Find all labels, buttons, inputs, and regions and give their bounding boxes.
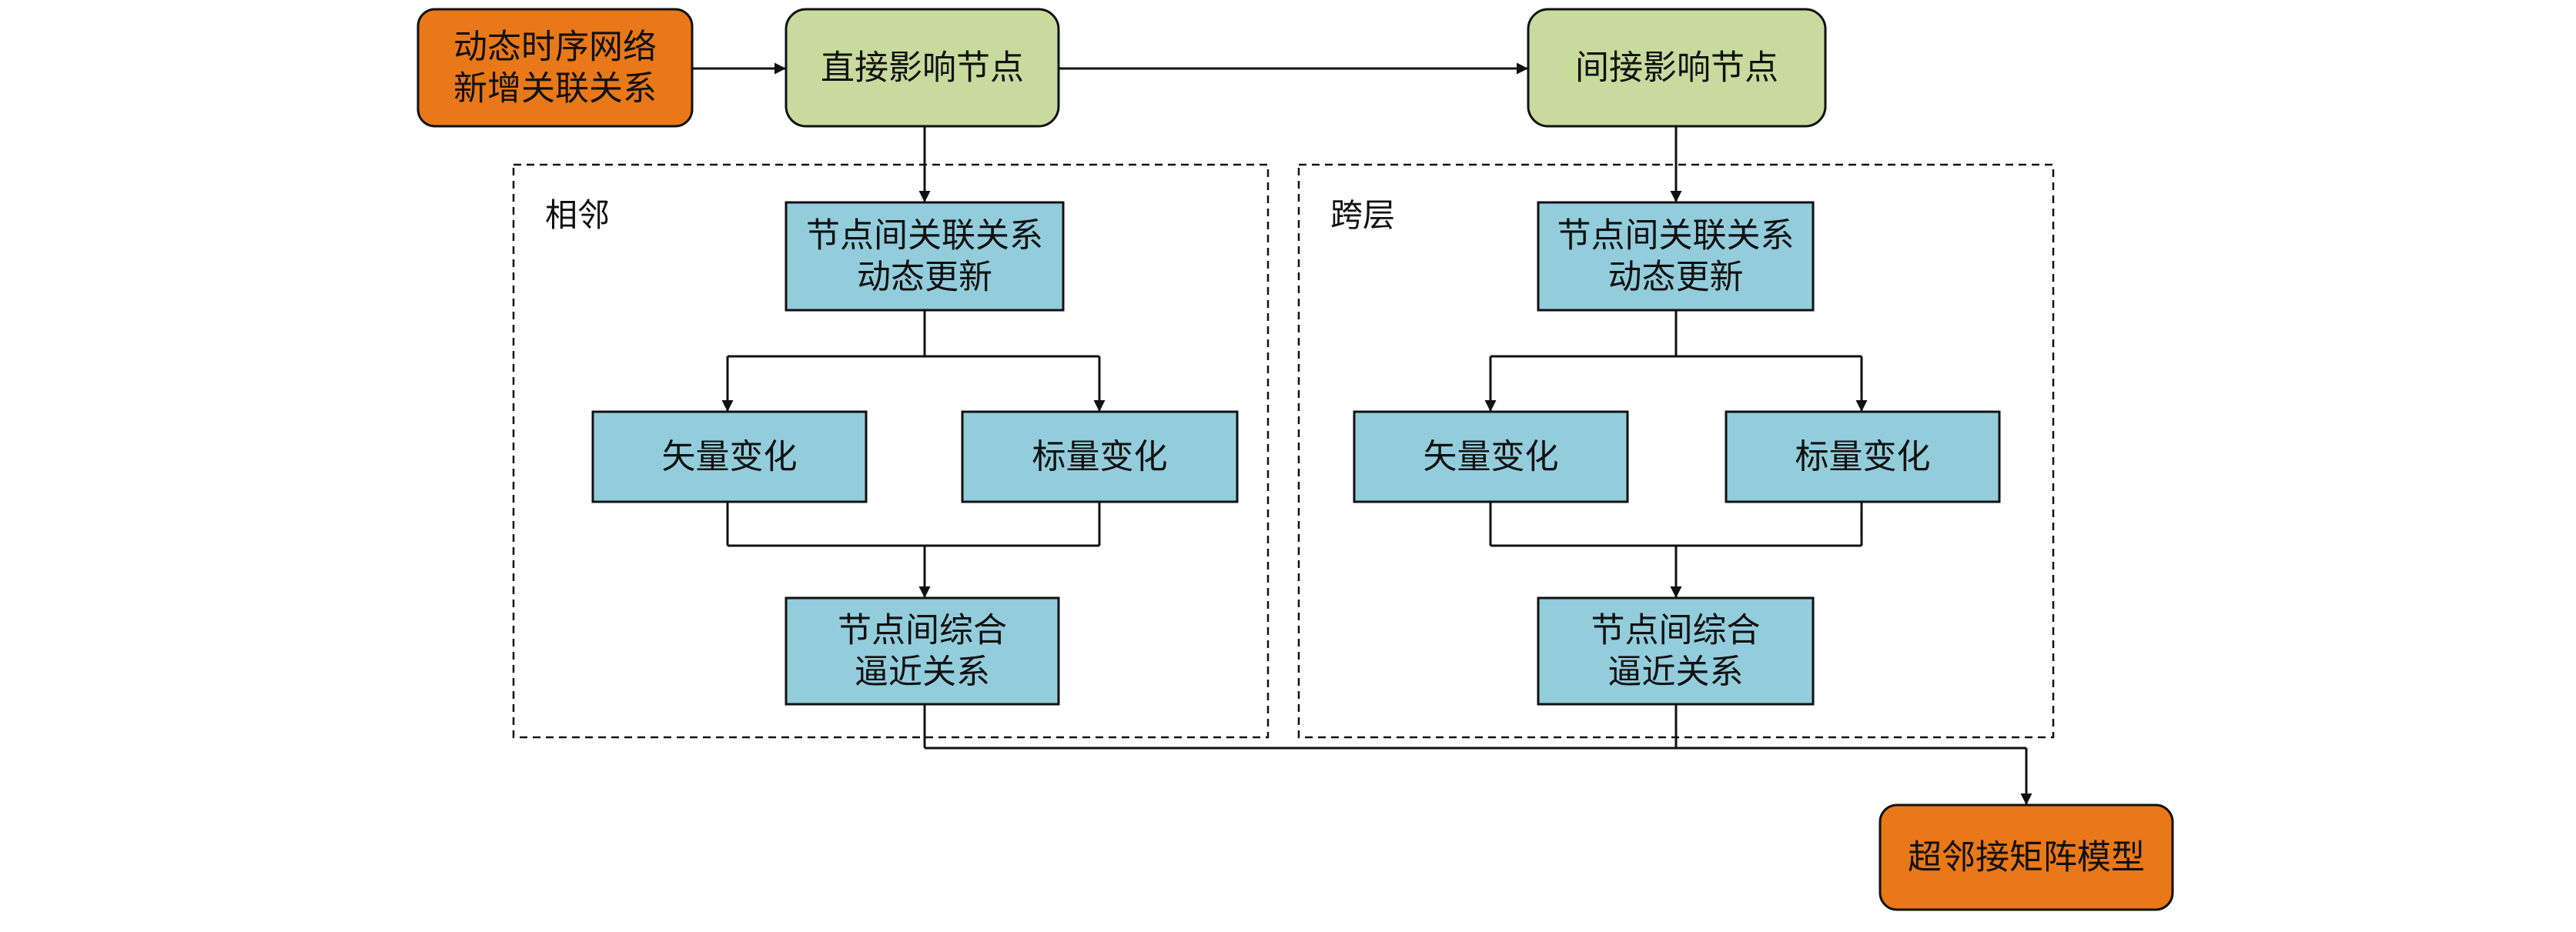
adjacent-update-node-label: 动态更新 [857,258,992,297]
nodes: 动态时序网络新增关联关系直接影响节点间接影响节点超邻接矩阵模型节点间关联关系动态… [417,8,2174,911]
indirect-influence-node: 间接影响节点 [1527,8,1827,128]
source-node-box [417,8,694,128]
group-frame-adjacent [512,163,1270,739]
adjacent-vector-node: 矢量变化 [591,410,868,503]
cross-scalar-node-label: 标量变化 [1795,437,1931,476]
adjacent-approx-node-label: 逼近关系 [855,653,990,692]
group-label-cross: 跨层 [1330,196,1395,234]
cross-update-node-label: 节点间关联关系 [1557,216,1795,256]
indirect-influence-node-box [1527,8,1827,128]
cross-scalar-node: 标量变化 [1725,410,2001,503]
adjacent-scalar-node: 标量变化 [961,410,1239,503]
cross-vector-node-label: 矢量变化 [1423,437,1559,476]
cross-approx-node-label: 逼近关系 [1608,653,1744,692]
source-node-label: 动态时序网络 [453,28,657,67]
adjacent-vector-node-label: 矢量变化 [662,437,798,476]
cross-scalar-node-box [1725,410,2001,503]
adjacent-approx-node-box [785,596,1060,706]
indirect-influence-node-label: 间接影响节点 [1575,48,1778,88]
group-label-adjacent: 相邻 [545,196,610,234]
connectors [692,62,2032,805]
cross-vector-node: 矢量变化 [1353,410,1629,503]
target-node-box [1878,803,2174,911]
cross-vector-node-box [1353,410,1629,503]
direct-influence-node-label: 直接影响节点 [821,48,1024,88]
cross-update-node-label: 动态更新 [1608,258,1744,297]
cross-update-node-box [1537,201,1815,312]
direct-influence-node: 直接影响节点 [785,8,1060,128]
target-node-label: 超邻接矩阵模型 [1908,838,2145,877]
adjacent-approx-node-label: 节点间综合 [838,611,1007,650]
direct-influence-node-box [785,8,1060,128]
cross-approx-node-label: 节点间综合 [1591,611,1761,650]
adjacent-scalar-node-box [961,410,1239,503]
cross-approx-node-box [1537,596,1815,706]
adjacent-scalar-node-label: 标量变化 [1032,437,1168,476]
adjacent-vector-node-box [591,410,868,503]
adjacent-update-node-box [785,201,1065,312]
target-node: 超邻接矩阵模型 [1878,803,2174,911]
source-node-label: 新增关联关系 [453,69,657,109]
adjacent-update-node-label: 节点间关联关系 [806,216,1043,256]
